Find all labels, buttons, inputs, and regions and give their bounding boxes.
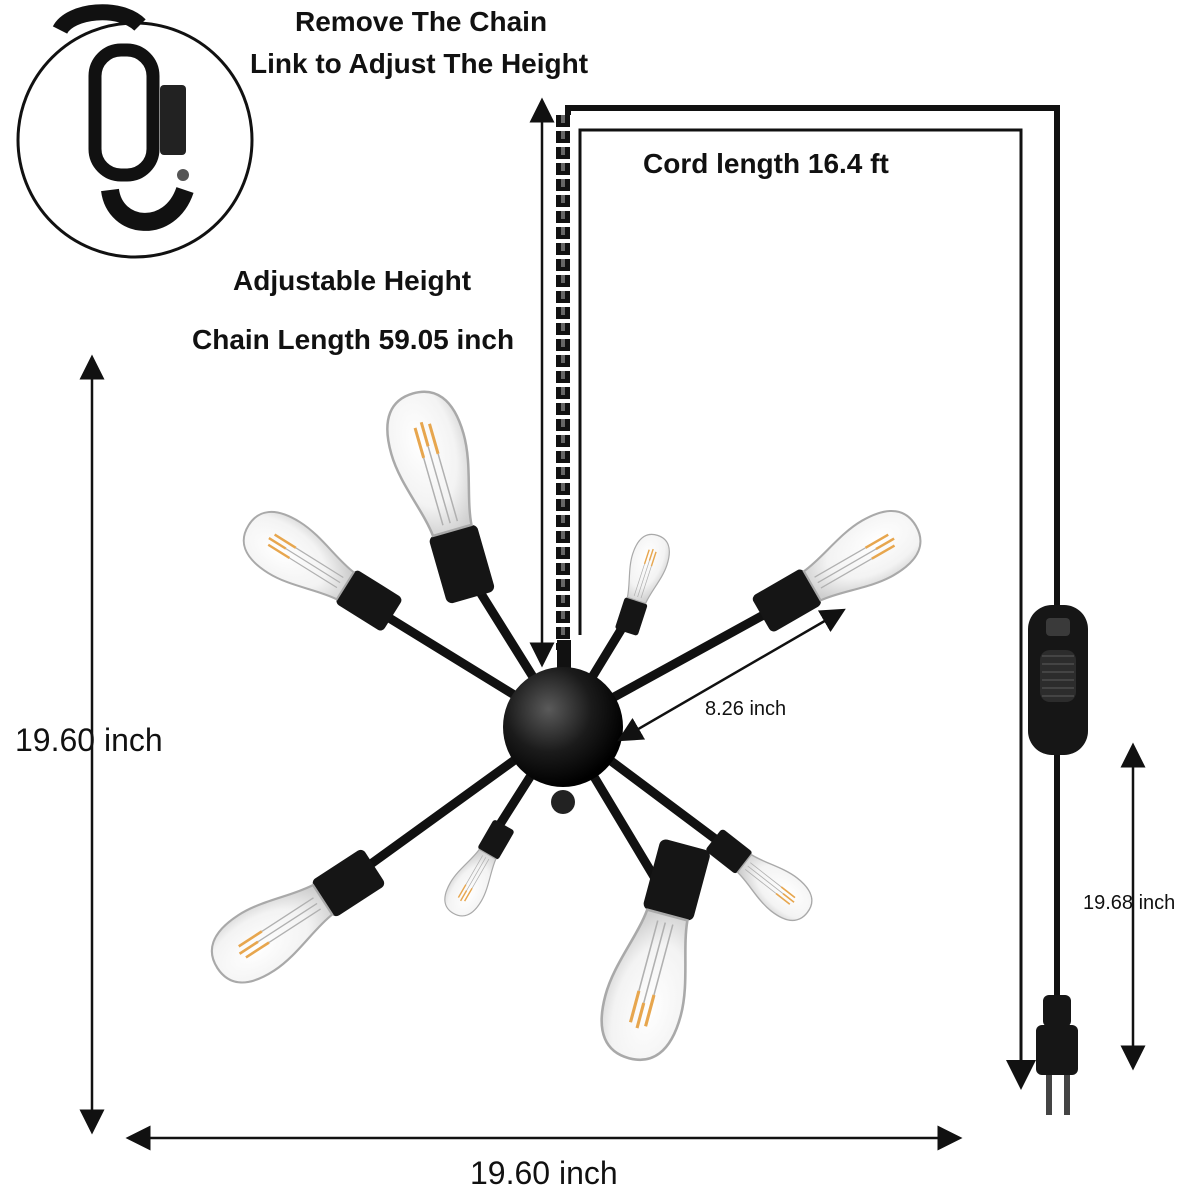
arm-length-label: 8.26 inch (705, 698, 787, 720)
dimension-lines (79, 97, 1146, 1151)
cord-length-label: Cord length 16.4 ft (643, 148, 889, 179)
chain-length-label: Chain Length 59.05 inch (192, 324, 515, 355)
plug-segment-label: 19.68 inch (1083, 892, 1176, 914)
chain-link-closeup-icon (16, 4, 254, 259)
hanging-chain (556, 115, 571, 680)
width-dimension-label: 19.60 inch (470, 1155, 618, 1191)
power-cord (565, 105, 1060, 1090)
callout-line-1: Remove The Chain (295, 6, 548, 37)
chain-title: Adjustable Height (233, 265, 472, 296)
callout-line-2: Link to Adjust The Height (250, 48, 589, 79)
height-dimension-label: 19.60 inch (15, 722, 163, 758)
power-plug-icon (1036, 995, 1078, 1115)
dimmer-switch-icon (1028, 605, 1088, 755)
